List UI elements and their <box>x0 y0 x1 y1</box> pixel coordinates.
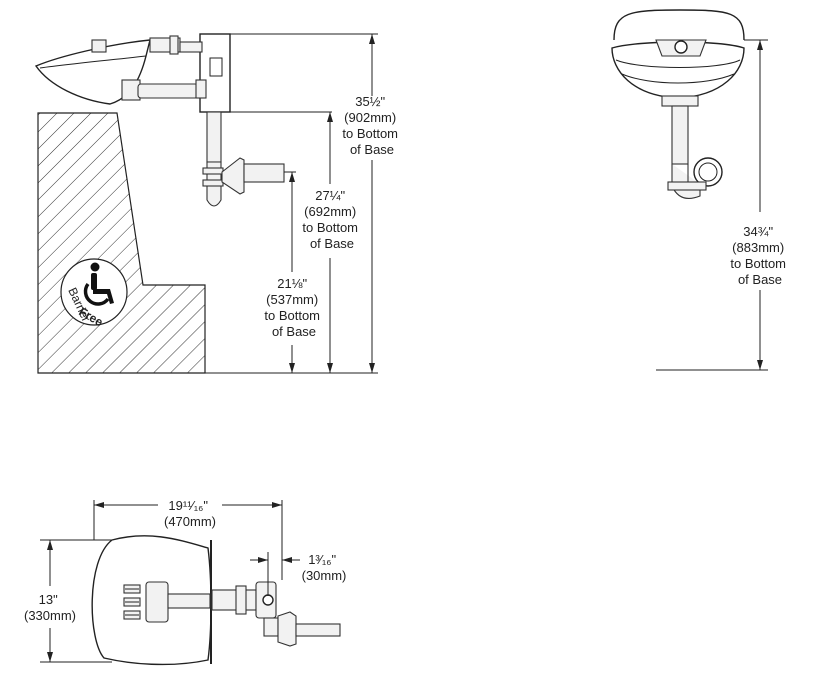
dim-mid-label: 27¼" (692mm) to Bottom of Base <box>302 188 361 251</box>
dim-mid-ref2: of Base <box>310 236 354 251</box>
dim-total-ref1: to Bottom <box>342 126 398 141</box>
dim-front-ref2: of Base <box>738 272 782 287</box>
dim-front-ref1: to Bottom <box>730 256 786 271</box>
dim-total-value: 35½" <box>355 94 385 109</box>
dim-front-metric: (883mm) <box>732 240 784 255</box>
dim-line-mid <box>327 112 333 373</box>
dim-total-metric: (902mm) <box>344 110 396 125</box>
dim-line-total <box>369 34 375 373</box>
dim-offset-value: 1³⁄₁₆" <box>308 552 336 567</box>
dim-depth-label: 13" (330mm) <box>24 592 76 623</box>
dim-line-depth <box>47 540 53 662</box>
dim-low-metric: (537mm) <box>266 292 318 307</box>
waste-outlet <box>693 157 723 187</box>
dim-low-label: 21⅛" (537mm) to Bottom of Base <box>264 276 323 339</box>
spray-heads-top <box>123 581 169 623</box>
wheelchair-icon <box>83 262 114 306</box>
dim-mid-ref1: to Bottom <box>302 220 358 235</box>
dim-line-front-height <box>757 40 763 370</box>
dim-total-label: 35½" (902mm) to Bottom of Base <box>342 94 401 157</box>
wall-section <box>37 112 206 374</box>
dim-front-label: 34¾" (883mm) to Bottom of Base <box>730 224 789 287</box>
waste-pipe-top <box>295 623 341 637</box>
bowl-side <box>34 35 199 105</box>
dim-low-ref1: to Bottom <box>264 308 320 323</box>
valve-assembly-side <box>179 33 285 207</box>
dim-offset-metric: (30mm) <box>302 568 347 583</box>
supply-pipe-front <box>671 105 689 165</box>
dim-total-ref2: of Base <box>350 142 394 157</box>
dim-line-width <box>94 502 282 508</box>
dim-depth-metric: (330mm) <box>24 608 76 623</box>
dim-front-value: 34¾" <box>743 224 773 239</box>
dim-line-low <box>289 172 295 373</box>
dim-low-value: 21⅛" <box>277 276 307 291</box>
dim-low-ref2: of Base <box>272 324 316 339</box>
side-view: Barrier Free <box>34 33 401 374</box>
dim-depth-value: 13" <box>39 592 58 607</box>
dim-width-metric: (470mm) <box>164 514 216 529</box>
front-view: 34¾" (883mm) to Bottom of Base <box>611 9 789 371</box>
dim-width-label: 19¹¹⁄₁₆" (470mm) <box>164 498 216 529</box>
dim-line-offset <box>250 557 300 563</box>
dim-width-value: 19¹¹⁄₁₆" <box>168 498 208 513</box>
dim-offset-label: 1³⁄₁₆" (30mm) <box>302 552 347 583</box>
top-view: 19¹¹⁄₁₆" (470mm) 13" (330mm) 1³⁄₁₆" (30m… <box>24 498 347 666</box>
dim-mid-metric: (692mm) <box>304 204 356 219</box>
dim-mid-value: 27¼" <box>315 188 345 203</box>
bowl-cover <box>613 9 745 41</box>
valve-body-top <box>211 589 257 611</box>
